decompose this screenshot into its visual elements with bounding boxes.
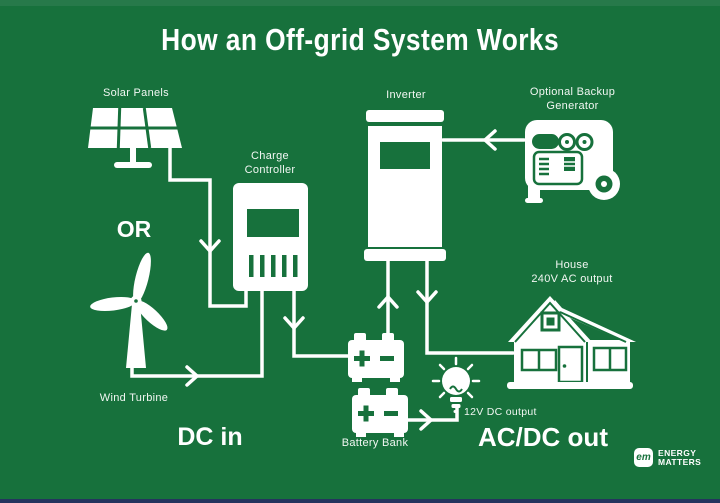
backup-generator-label-line1: Optional Backup xyxy=(529,86,616,98)
logo-text-line1: ENERGY xyxy=(658,447,697,458)
arrow-right-wind xyxy=(185,365,200,387)
solar-panels-icon xyxy=(88,107,182,168)
house-label-line1: House xyxy=(555,259,589,271)
charge-controller-label: Charge Controller xyxy=(225,149,315,177)
house-icon xyxy=(507,296,636,389)
arrow-down-solar xyxy=(199,239,221,254)
arrow-down-inverter xyxy=(416,290,438,305)
dc-output-label: 12V DC output xyxy=(464,406,537,418)
energy-matters-logo-icon: em xyxy=(634,448,653,467)
house-label: House 240V AC output xyxy=(507,258,637,286)
bottom-edge-strip xyxy=(0,499,720,503)
dc-in-caption: DC in xyxy=(177,423,243,451)
or-divider-label: OR xyxy=(116,216,152,242)
ac-dc-out-caption: AC/DC out xyxy=(478,422,608,452)
battery-bank-label: Battery Bank xyxy=(341,437,409,449)
inverter-icon xyxy=(364,110,446,261)
arrow-left-generator xyxy=(482,129,497,151)
charge-controller-label-line1: Charge xyxy=(251,150,289,162)
top-edge-strip xyxy=(0,0,720,6)
arrow-right-battery xyxy=(419,409,434,431)
solar-panels-label: Solar Panels xyxy=(103,87,169,99)
wind-turbine-label: Wind Turbine xyxy=(99,392,169,404)
energy-matters-logo-text: ENERGY MATTERS xyxy=(658,447,702,467)
charge-controller-icon xyxy=(233,183,308,291)
page-title: How an Off-grid System Works xyxy=(161,22,559,57)
wire-solar-to-controller xyxy=(168,144,248,308)
wind-turbine-icon xyxy=(90,252,168,368)
wire-inverter-to-house xyxy=(425,258,515,355)
light-bulb-icon xyxy=(431,356,481,413)
inverter-label: Inverter xyxy=(386,89,426,101)
battery-bank-icon xyxy=(348,333,408,437)
backup-generator-label-line2: Generator xyxy=(546,100,599,112)
house-label-line2: 240V AC output xyxy=(531,273,613,285)
arrow-up-battery xyxy=(377,294,399,309)
arrow-down-controller xyxy=(283,316,305,331)
wire-controller-to-battery xyxy=(292,287,352,358)
logo-text-line2: MATTERS xyxy=(658,456,702,467)
backup-generator-icon xyxy=(525,120,620,203)
energy-matters-logo: em ENERGY MATTERS xyxy=(634,448,701,467)
charge-controller-label-line2: Controller xyxy=(244,164,296,176)
backup-generator-label: Optional Backup Generator xyxy=(505,85,640,113)
